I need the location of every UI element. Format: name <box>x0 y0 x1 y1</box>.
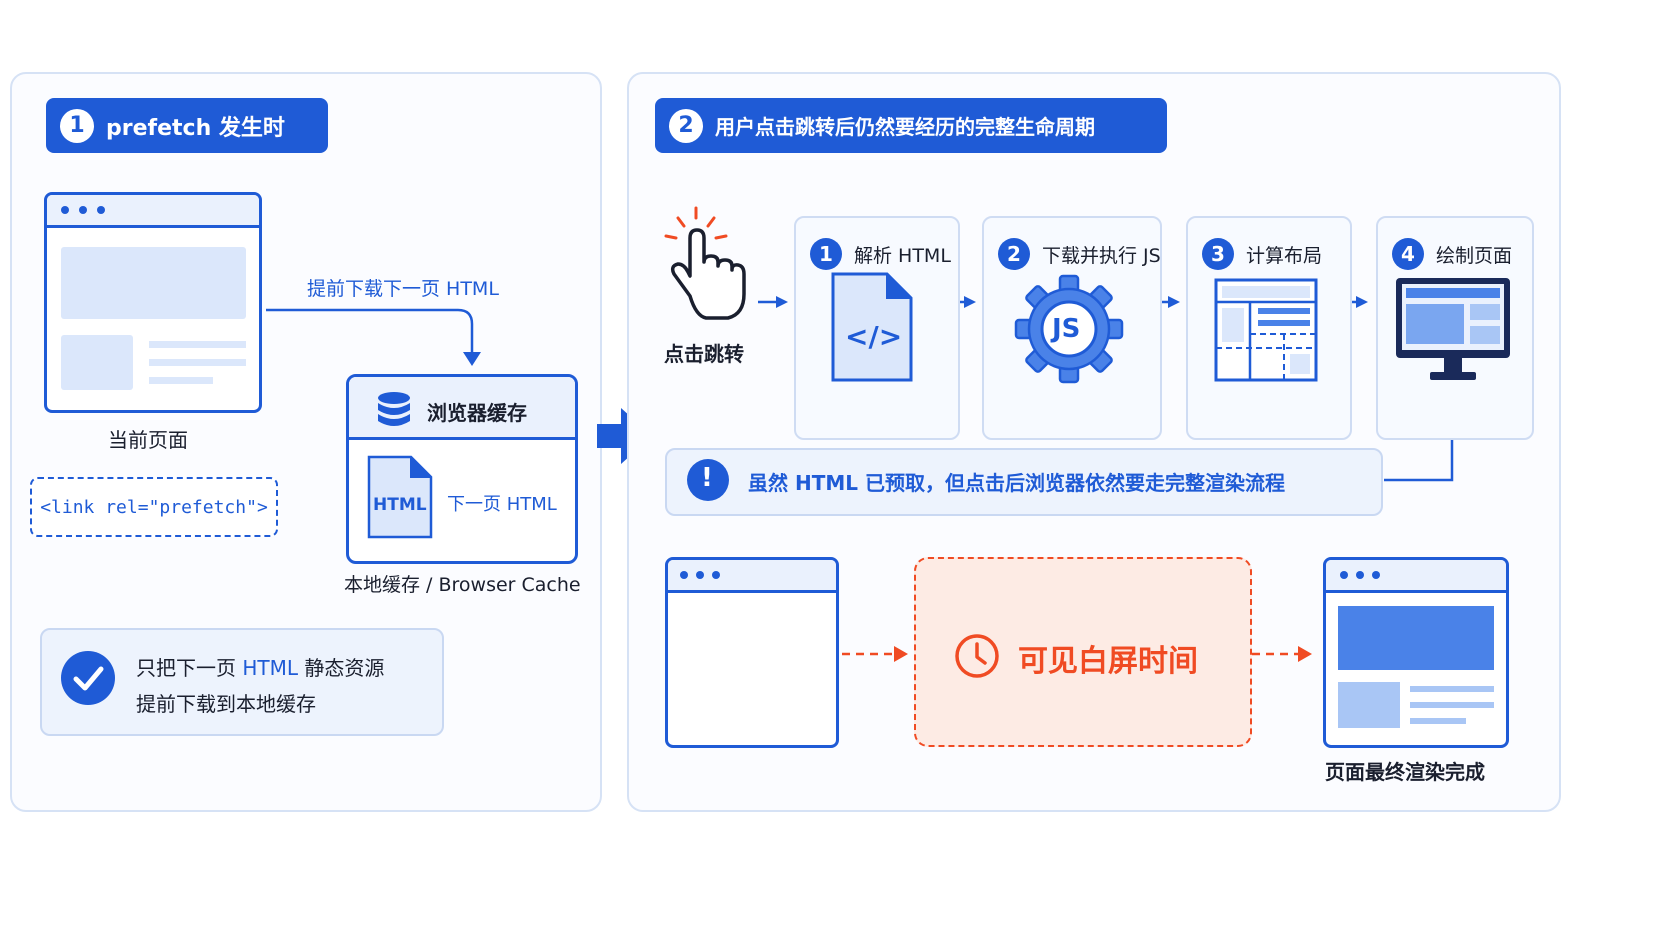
step-number-2: 2 <box>669 108 703 143</box>
layout-icon <box>1214 278 1318 382</box>
clock-icon <box>955 634 999 678</box>
final-page-browser-window <box>1323 557 1509 748</box>
database-icon <box>378 392 410 426</box>
step-head: 3 计算布局 <box>1202 238 1322 270</box>
final-render-label: 页面最终渲染完成 <box>1325 760 1485 784</box>
file-icon <box>367 455 433 539</box>
gear-icon <box>1014 274 1124 384</box>
step-label: 下载并执行 JS <box>1042 244 1161 267</box>
lifecycle-title: 用户点击跳转后仍然要经历的完整生命周期 <box>715 115 1095 139</box>
step-number: 2 <box>998 238 1030 270</box>
step-number: 1 <box>810 238 842 270</box>
transition-arrow <box>597 408 652 464</box>
step-card-parse-html: 1 解析 HTML <box>794 216 960 440</box>
file-type-badge: HTML <box>373 495 427 515</box>
monitor-icon <box>1396 278 1510 380</box>
page-text-line <box>149 377 213 384</box>
step-head: 1 解析 HTML <box>810 238 951 270</box>
click-jump-label: 点击跳转 <box>664 342 744 366</box>
browser-cache-box: 浏览器缓存 HTML 下一页 HTML <box>346 374 578 564</box>
page-text-line <box>1410 702 1494 708</box>
prefetch-arrow-label: 提前下载下一页 HTML <box>307 278 499 300</box>
prefetch-title: prefetch 发生时 <box>106 115 285 141</box>
current-page-browser-window <box>44 192 262 413</box>
current-page-label: 当前页面 <box>108 428 188 452</box>
step-head: 4 绘制页面 <box>1392 238 1512 270</box>
step-number: 4 <box>1392 238 1424 270</box>
page-hero-block <box>1338 606 1494 670</box>
step-head: 2 下载并执行 JS <box>998 238 1161 270</box>
gear-js-text: JS <box>1052 314 1081 344</box>
check-icon <box>61 651 115 705</box>
step-label: 解析 HTML <box>854 244 951 267</box>
pointer-hand-icon <box>664 206 746 320</box>
cached-file-label: 下一页 HTML <box>447 494 557 515</box>
alert-text: 虽然 HTML 已预取，但点击后浏览器依然要走完整渲染流程 <box>748 471 1285 495</box>
browser-cache-title: 浏览器缓存 <box>427 401 527 425</box>
note-line-1: 只把下一页 HTML 静态资源 <box>136 656 385 680</box>
step-label: 计算布局 <box>1246 244 1323 267</box>
page-text-line <box>1410 686 1494 692</box>
browser-title-bar <box>47 195 259 228</box>
note-line-2: 提前下载到本地缓存 <box>136 692 316 716</box>
white-screen-time-box <box>914 557 1252 747</box>
prefetch-title-badge: 1 prefetch 发生时 <box>46 98 328 153</box>
alert-banner <box>665 448 1383 516</box>
alert-icon <box>687 459 729 501</box>
blank-page-browser-window <box>665 557 839 748</box>
page-text-line <box>149 359 246 366</box>
page-text-line <box>149 341 246 348</box>
alert-icon-glyph: ! <box>701 463 713 493</box>
page-image-block <box>1338 682 1400 728</box>
code-file-icon <box>831 272 913 382</box>
step-number: 3 <box>1202 238 1234 270</box>
page-hero-block <box>61 247 246 319</box>
white-screen-label: 可见白屏时间 <box>1018 644 1198 679</box>
local-cache-caption: 本地缓存 / Browser Cache <box>344 574 581 596</box>
lifecycle-title-badge: 2 用户点击跳转后仍然要经历的完整生命周期 <box>655 98 1167 153</box>
page-image-block <box>61 335 133 390</box>
page-text-line <box>1410 718 1466 724</box>
link-prefetch-code: <link rel="prefetch"> <box>40 496 268 518</box>
step-label: 绘制页面 <box>1436 244 1513 267</box>
browser-title-bar <box>1326 560 1506 593</box>
code-glyph: </> <box>845 320 903 353</box>
link-prefetch-tag: <link rel="prefetch"> <box>30 477 278 537</box>
browser-title-bar <box>668 560 836 593</box>
step-number-1: 1 <box>60 108 94 143</box>
